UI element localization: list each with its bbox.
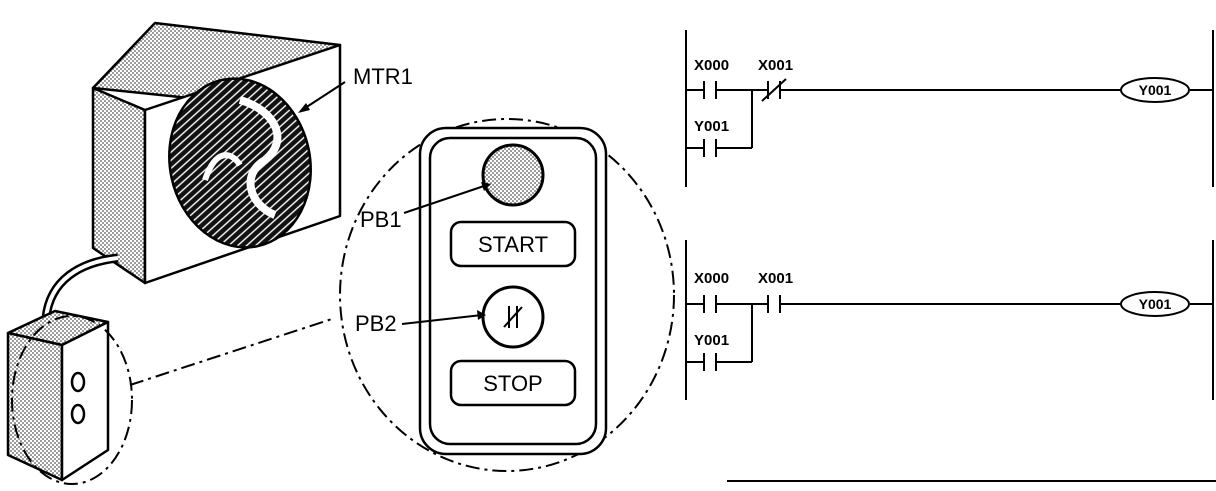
top-parallel-label: Y001 [694, 118, 729, 135]
start-plate [449, 220, 577, 268]
box-button-bottom [70, 403, 86, 425]
contact-x000-top [703, 81, 717, 99]
top-contact1-label: X000 [694, 57, 729, 74]
start-label: START [478, 232, 548, 257]
ladder-top [685, 30, 1214, 187]
coil-y001-bottom [1120, 291, 1190, 317]
bottom-contact1-label: X000 [694, 270, 729, 287]
motor-side-face [91, 86, 147, 285]
bottom-contact2-label: X001 [758, 270, 793, 287]
bottom-parallel-label: Y001 [694, 332, 729, 349]
pb2-leader [401, 314, 483, 325]
zoom-connector [129, 317, 336, 386]
contact-x001-no-bottom [767, 295, 781, 313]
contact-y001-bottom [703, 353, 717, 371]
switch-box [6, 309, 110, 482]
box-highlight-ellipse [11, 315, 133, 485]
top-coil-label: Y001 [1139, 82, 1172, 98]
fan-blade-icon [238, 96, 282, 219]
ladder-bottom [685, 240, 1214, 400]
start-pushbutton [481, 143, 545, 207]
contact-y001-top [703, 139, 717, 157]
contact-x000-bottom [703, 295, 717, 313]
top-contact2-label: X001 [758, 57, 793, 74]
motor-label: MTR1 [353, 64, 413, 89]
bottom-coil-label: Y001 [1139, 296, 1172, 312]
stop-label: STOP [483, 371, 543, 396]
motor-fan-unit [91, 21, 342, 285]
pb1-label: PB1 [360, 207, 402, 232]
box-button-top [70, 371, 86, 393]
pb1-leader [403, 184, 488, 214]
coil-y001-top [1120, 77, 1190, 103]
pb2-label: PB2 [355, 311, 397, 336]
contact-x001-nc-top [761, 78, 787, 102]
nc-contact-icon [503, 306, 523, 328]
stop-plate [449, 359, 577, 407]
panel-zoom-ellipse [339, 118, 675, 472]
motor-pointer [298, 81, 346, 113]
